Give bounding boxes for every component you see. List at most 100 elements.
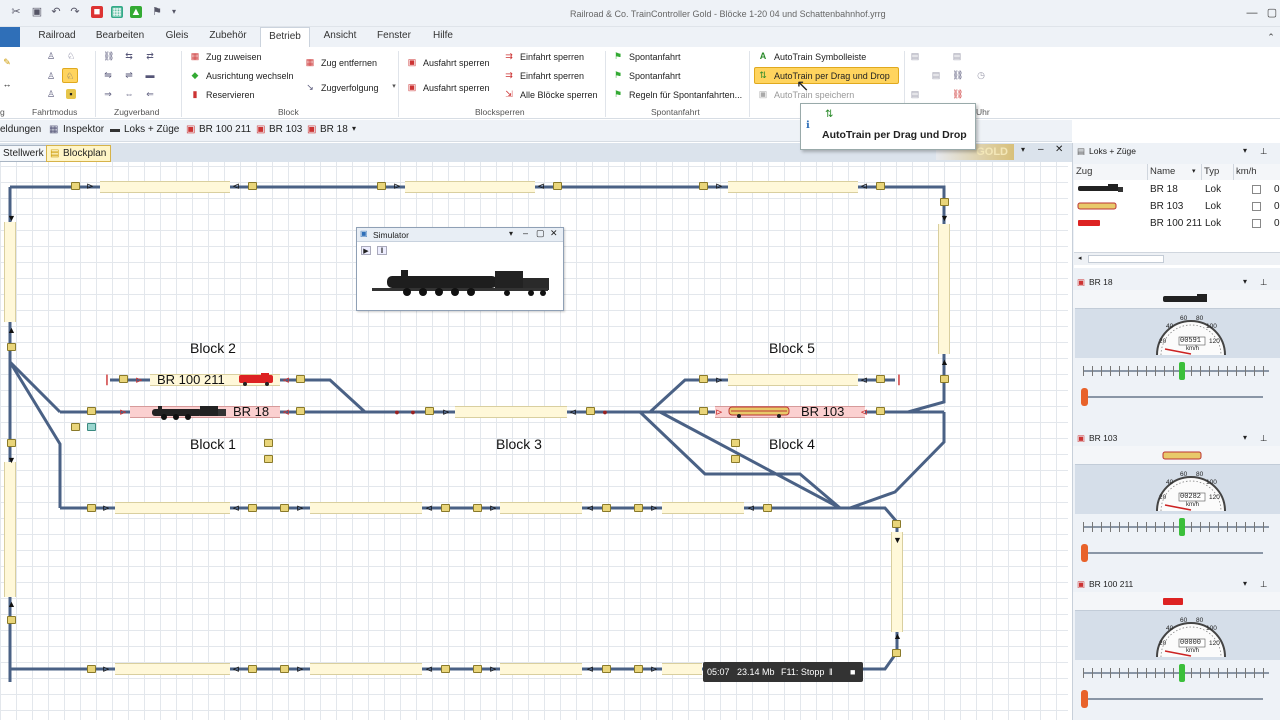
person3-icon[interactable]: ♙: [46, 71, 56, 81]
table-row[interactable]: BR 100 211 Lok 0: [1074, 215, 1280, 232]
change-direction-button[interactable]: Ausrichtung wechseln: [206, 71, 294, 81]
train-set3-icon[interactable]: ⇐: [146, 89, 154, 99]
contact[interactable]: [71, 182, 80, 190]
contact[interactable]: [731, 455, 740, 463]
row-checkbox[interactable]: [1252, 185, 1261, 194]
signal-icon[interactable]: ⊲: [425, 503, 433, 513]
contact[interactable]: [296, 375, 305, 383]
tracking-button[interactable]: Zugverfolgung: [321, 83, 379, 93]
block-3[interactable]: [455, 406, 567, 418]
block-bottom-2[interactable]: [310, 663, 422, 675]
option3-icon[interactable]: ▤: [931, 70, 941, 80]
lock-all-blocks-button[interactable]: Alle Blöcke sperren: [520, 90, 598, 100]
tab-betrieb[interactable]: Betrieb: [260, 27, 310, 48]
signal-icon[interactable]: ▲: [893, 631, 902, 641]
block-bottom-1[interactable]: [115, 663, 230, 675]
signal-icon[interactable]: ▲: [7, 599, 16, 609]
tab-fenster[interactable]: Fenster: [377, 30, 411, 41]
contact[interactable]: [876, 375, 885, 383]
assign-train-icon[interactable]: ▦: [190, 51, 200, 61]
col-kmh[interactable]: km/h: [1234, 164, 1280, 180]
contact[interactable]: [7, 343, 16, 351]
train-set-icon[interactable]: ⇒: [104, 89, 112, 99]
contact[interactable]: [699, 407, 708, 415]
signal-icon[interactable]: ⊳: [102, 664, 110, 674]
signal-icon[interactable]: ●: [410, 407, 416, 417]
signal-icon[interactable]: ⊳: [715, 181, 723, 191]
uncouple3-icon[interactable]: ▬: [145, 70, 155, 80]
speed-knob[interactable]: [1179, 664, 1185, 682]
spontaneous-icon[interactable]: ⚑: [613, 51, 623, 61]
cab-br100211-tab[interactable]: BR 100 211: [199, 124, 252, 135]
remove-train-icon[interactable]: ▦: [305, 57, 315, 67]
messages-tab[interactable]: eldungen: [0, 124, 42, 135]
cab-dropdown-icon[interactable]: ▾: [1243, 433, 1248, 442]
signal-icon[interactable]: ⊳: [296, 503, 304, 513]
tab-stellwerk[interactable]: Stellwerk: [0, 145, 49, 162]
signal-icon[interactable]: ⊲: [586, 664, 594, 674]
signal-icon[interactable]: ⊳: [489, 664, 497, 674]
spontaneous-button-1[interactable]: Spontanfahrt: [629, 52, 681, 62]
train-label[interactable]: BR 18: [233, 404, 270, 419]
tab-hilfe[interactable]: Hilfe: [432, 30, 453, 41]
signal-icon[interactable]: ▼: [940, 213, 949, 223]
link-icon[interactable]: ⛓: [952, 70, 964, 80]
table-row[interactable]: BR 18 Lok 0: [1074, 181, 1280, 198]
speed-knob[interactable]: [1179, 518, 1185, 536]
tracking-dropdown-icon[interactable]: ▾: [392, 83, 396, 90]
signal-icon[interactable]: ⊳: [135, 375, 143, 385]
reserve-icon[interactable]: ▮: [192, 89, 198, 99]
contact[interactable]: [264, 455, 273, 463]
option-icon[interactable]: ▤: [910, 51, 920, 61]
signal-icon[interactable]: ⊳: [715, 375, 723, 385]
brake-slider[interactable]: [1083, 396, 1263, 398]
ribbon-collapse-icon[interactable]: ⌃: [1267, 32, 1275, 42]
block-lower-2[interactable]: [310, 502, 422, 514]
signal-icon[interactable]: ⊲: [282, 375, 290, 385]
more-dropdown-icon[interactable]: ▾: [352, 124, 357, 133]
couple2-icon[interactable]: ⇆: [125, 51, 133, 61]
col-name[interactable]: Name: [1148, 164, 1202, 180]
contact[interactable]: [634, 665, 643, 673]
contact[interactable]: [940, 198, 949, 206]
autotrain-toolbar-button[interactable]: AutoTrain Symbolleiste: [774, 52, 867, 62]
close-icon[interactable]: ▢: [1266, 7, 1278, 19]
couple3-icon[interactable]: ⇄: [146, 51, 154, 61]
lock-exit-button-1[interactable]: Ausfahrt sperren: [423, 58, 490, 68]
signal-icon[interactable]: ⊲: [232, 664, 240, 674]
sim-pause-icon[interactable]: ‖: [377, 246, 387, 255]
scroll-thumb[interactable]: [1088, 255, 1164, 263]
save-icon[interactable]: ▣: [31, 6, 43, 18]
contact[interactable]: [87, 407, 96, 415]
contact[interactable]: [602, 665, 611, 673]
contact[interactable]: [441, 665, 450, 673]
signal-icon[interactable]: ⊲: [586, 503, 594, 513]
tools-icon[interactable]: ✂: [11, 6, 21, 18]
redo-icon[interactable]: ↷: [70, 6, 80, 18]
signal-icon[interactable]: ⊲: [747, 503, 755, 513]
go-icon[interactable]: ▲: [130, 6, 142, 18]
lock-all-icon[interactable]: ⇲: [505, 89, 513, 99]
tab-close-icon[interactable]: ✕: [1055, 144, 1064, 155]
lock-exit-button-2[interactable]: Ausfahrt sperren: [423, 83, 490, 93]
stop-icon[interactable]: ■: [91, 6, 103, 18]
block-right-1[interactable]: [938, 224, 950, 354]
contact[interactable]: [280, 504, 289, 512]
person5-icon[interactable]: ♙: [46, 89, 56, 99]
contact[interactable]: [248, 182, 257, 190]
contact[interactable]: [731, 439, 740, 447]
person4-icon[interactable]: ♘: [65, 71, 75, 81]
train-set2-icon[interactable]: ⇔: [124, 89, 134, 99]
signal-icon[interactable]: ▼: [7, 455, 16, 465]
uncouple2-icon[interactable]: ⇌: [125, 70, 133, 80]
signal-icon[interactable]: ⊲: [860, 181, 868, 191]
signal-icon[interactable]: ⊲: [282, 407, 290, 417]
block-lower-1[interactable]: [115, 502, 230, 514]
pause-icon[interactable]: ‖: [829, 667, 833, 677]
cab-dropdown-icon[interactable]: ▾: [1243, 277, 1248, 286]
signal-icon[interactable]: ⊳: [393, 181, 401, 191]
signal-icon[interactable]: ⊲: [537, 181, 545, 191]
tab-railroad[interactable]: Railroad: [38, 30, 76, 41]
contact[interactable]: [7, 439, 16, 447]
contact[interactable]: [119, 375, 128, 383]
